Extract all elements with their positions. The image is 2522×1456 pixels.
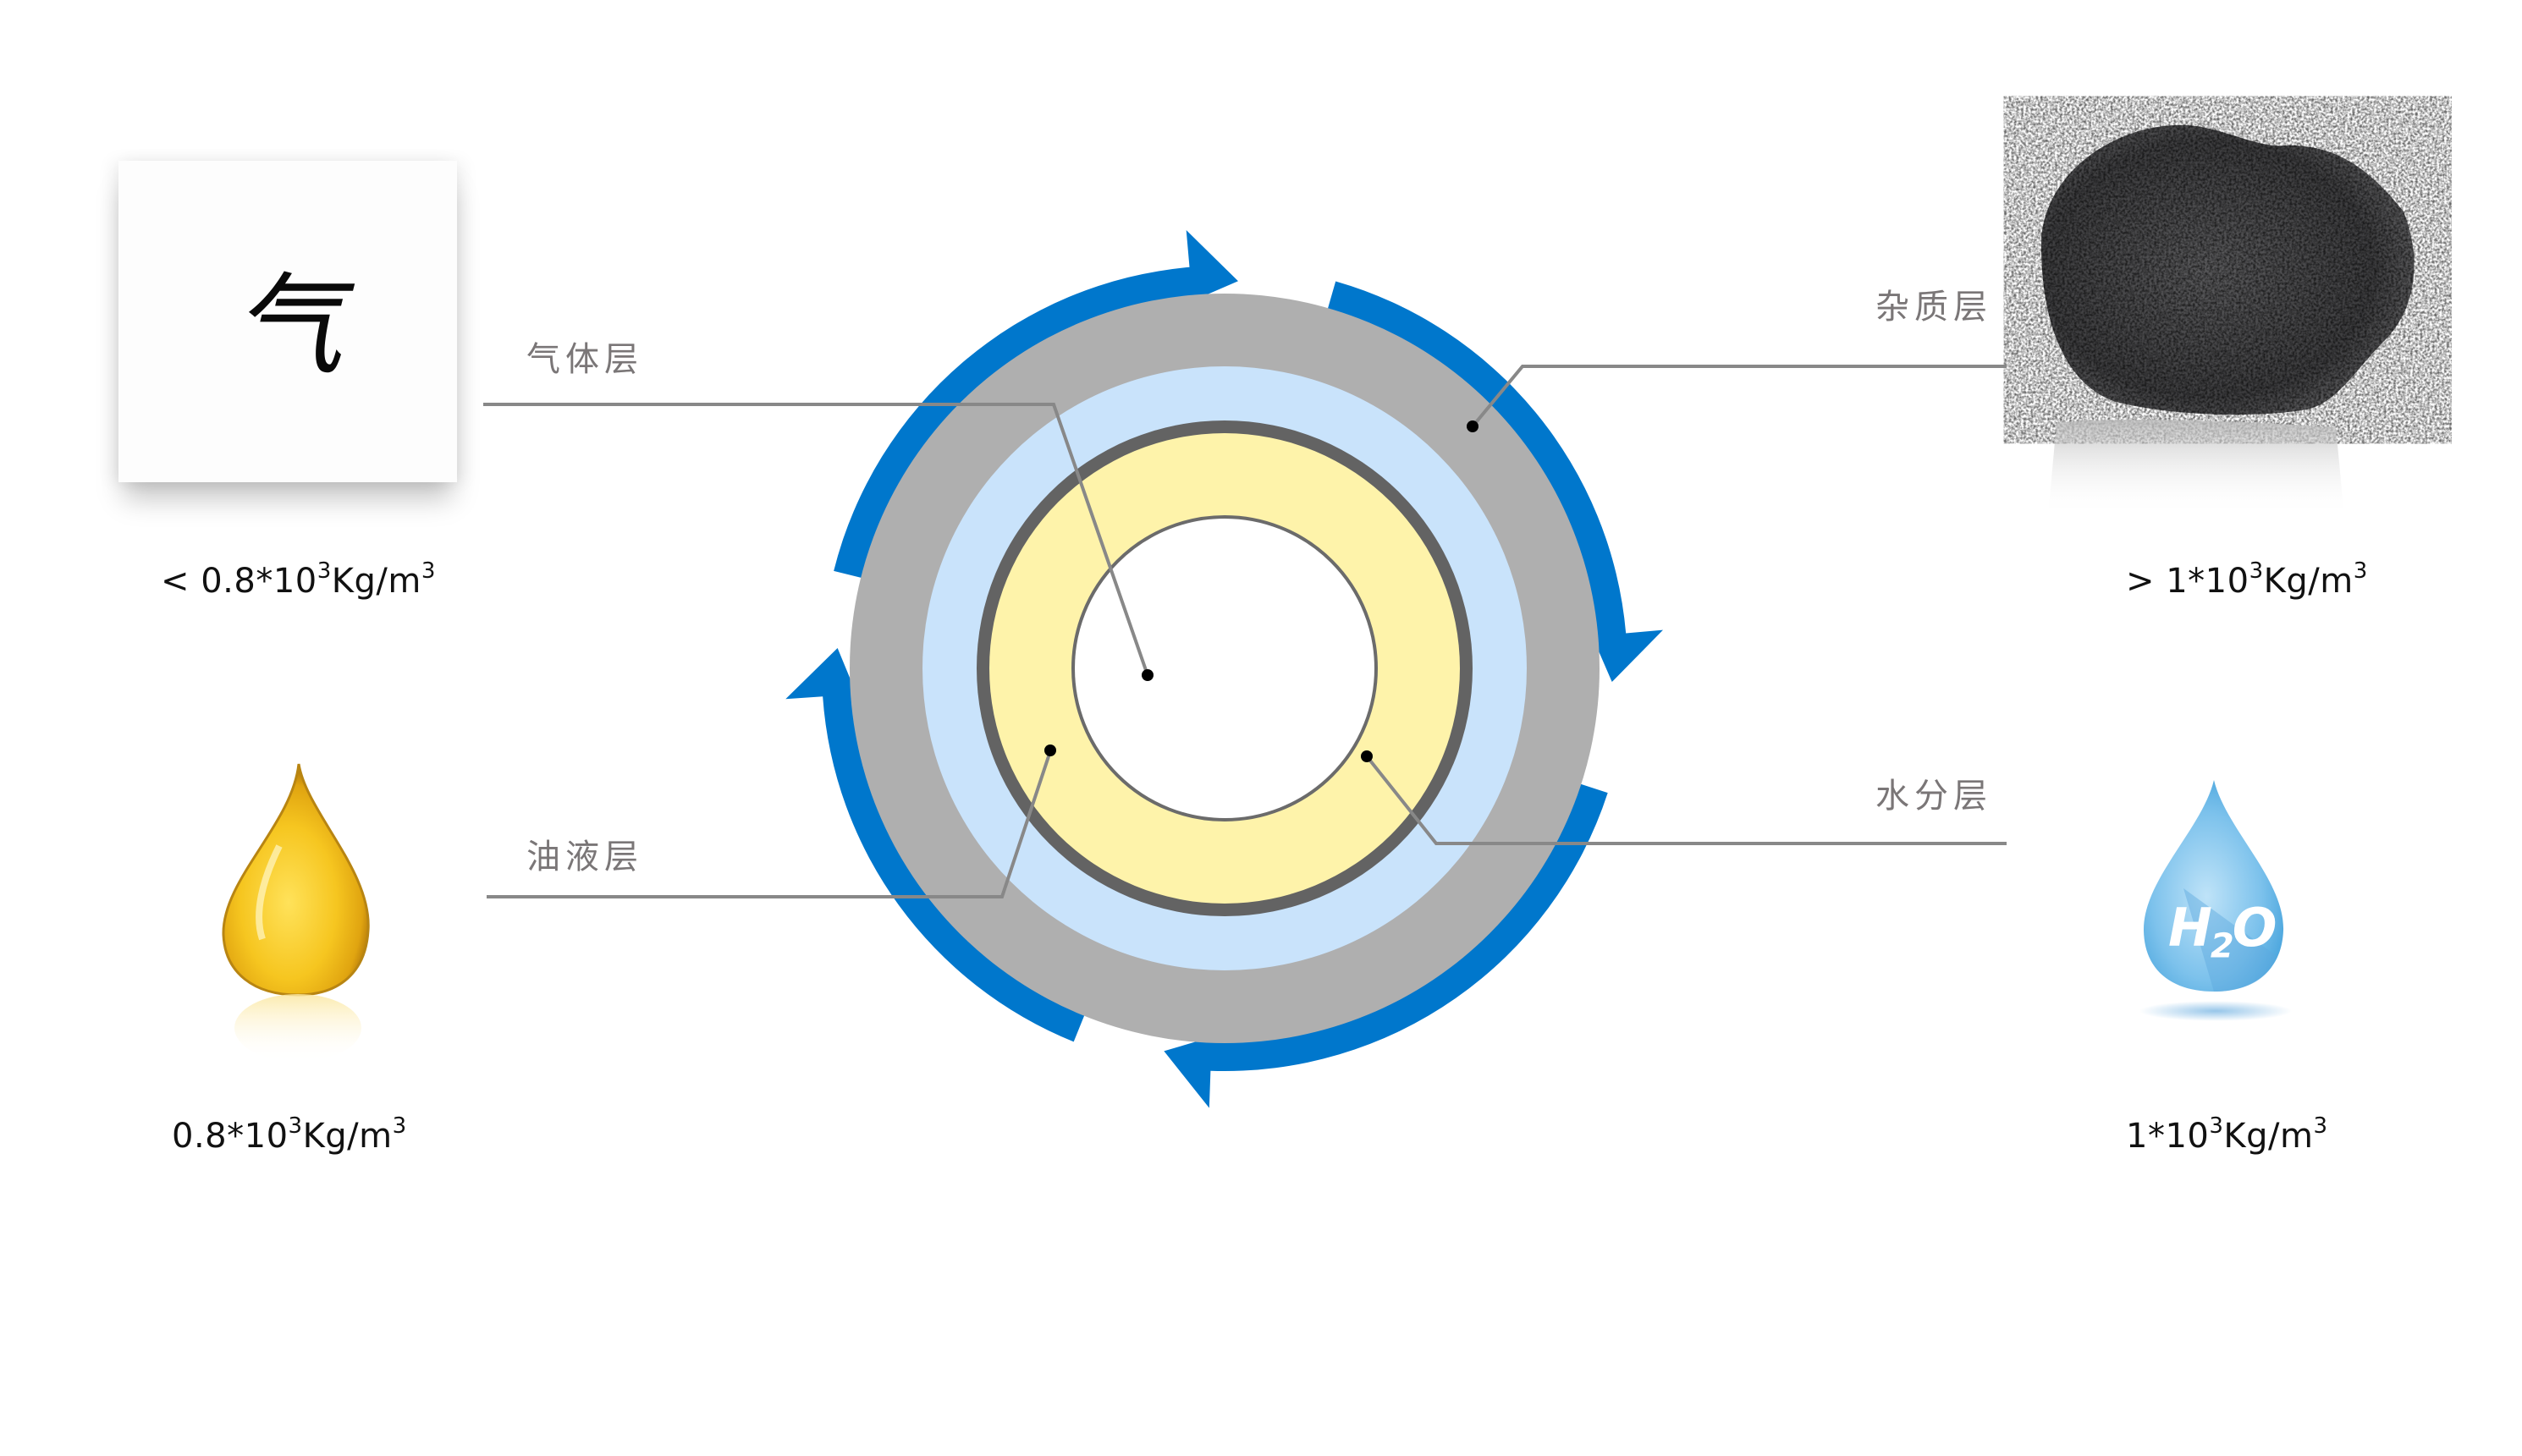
h2o-text: H2O: [2168, 897, 2277, 966]
gas-density-label: < 0.8*103Kg/m3: [161, 558, 436, 601]
gas-image-card: 气: [118, 161, 457, 482]
impurity-leader-line: [1471, 365, 2007, 428]
impurity-density-label: > 1*103Kg/m3: [2126, 558, 2368, 601]
oil-leader-line: [487, 750, 1052, 898]
impurity-layer-label: 杂质层: [1875, 288, 1992, 327]
gas-layer-label: 气体层: [526, 340, 643, 379]
oil-density-label: 0.8*103Kg/m3: [172, 1113, 407, 1156]
water-leader-line: [1365, 755, 2007, 845]
water-density-label: 1*103Kg/m3: [2126, 1113, 2328, 1156]
oil-layer-label: 油液层: [526, 838, 643, 876]
gas-core: [1071, 515, 1378, 821]
gas-dot: [1142, 669, 1154, 681]
impurity-dot: [1467, 420, 1479, 432]
oil-dot: [1044, 744, 1056, 756]
water-layer-label: 水分层: [1875, 777, 1992, 816]
gas-leader-line: [483, 403, 1149, 676]
gas-character-icon: 气: [232, 261, 343, 390]
water-dot: [1361, 750, 1373, 762]
